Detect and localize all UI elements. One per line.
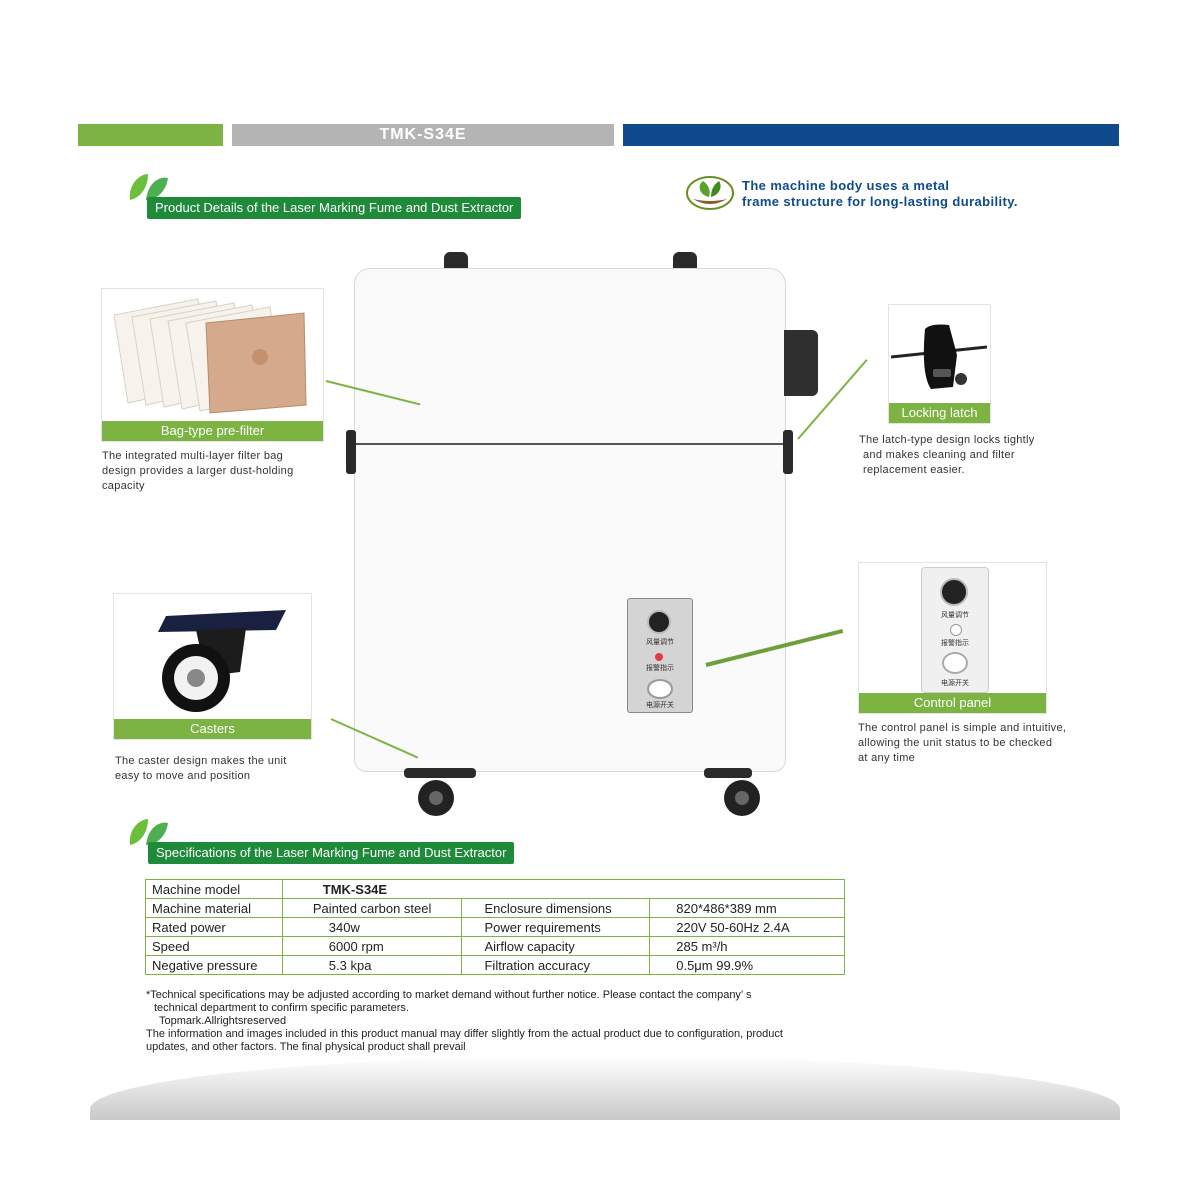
alarm-led bbox=[655, 653, 663, 661]
closeup-power-label: 电源开关 bbox=[941, 680, 969, 687]
bag-filter-desc-line1: The integrated multi-layer filter bag bbox=[102, 450, 284, 462]
machine-upper-body bbox=[354, 268, 786, 445]
spec-value: 220V 50-60Hz 2.4A bbox=[649, 917, 845, 937]
spec-key: Enclosure dimensions bbox=[461, 898, 651, 918]
metal-frame-line1: The machine body uses a metal bbox=[742, 178, 950, 193]
table-row: Speed 6000 rpm Airflow capacity 285 m³/h bbox=[145, 936, 845, 956]
casters-desc-line1: The caster design makes the unit bbox=[115, 755, 287, 767]
machine-caster-right bbox=[704, 768, 760, 816]
spec-value: 340w bbox=[281, 917, 463, 937]
closeup-alarm-label: 报警指示 bbox=[941, 640, 969, 647]
locking-latch-callout: Locking latch bbox=[888, 304, 991, 424]
table-row: Negative pressure 5.3 kpa Filtration acc… bbox=[145, 955, 845, 975]
bag-filter-desc-line2: design provides a larger dust-holding bbox=[102, 465, 294, 477]
spec-key: Airflow capacity bbox=[461, 936, 651, 956]
spec-note: *Technical specifications may be adjuste… bbox=[146, 989, 783, 1054]
table-row: Rated power 340w Power requirements 220V… bbox=[145, 917, 845, 937]
bag-filter-description: The integrated multi-layer filter bag de… bbox=[102, 449, 294, 494]
panel-desc-line1: The control panel is simple and intuitiv… bbox=[858, 722, 1067, 734]
spec-value: 820*486*389 mm bbox=[649, 898, 845, 918]
power-label: 电源开关 bbox=[646, 702, 674, 709]
control-panel-callout: 风量调节 报警指示 电源开关 Control panel bbox=[858, 562, 1047, 714]
closeup-knob bbox=[940, 578, 968, 606]
latch-desc-line1: The latch-type design locks tightly bbox=[859, 434, 1035, 446]
metal-frame-note: The machine body uses a metal frame stru… bbox=[742, 178, 1018, 210]
caster-image bbox=[158, 610, 286, 712]
fan-label: 风量调节 bbox=[646, 639, 674, 646]
latch-left bbox=[346, 430, 356, 474]
latch-right bbox=[783, 430, 793, 474]
panel-desc-line3: at any time bbox=[858, 752, 916, 764]
casters-callout: Casters bbox=[113, 593, 312, 740]
details-heading: Product Details of the Laser Marking Fum… bbox=[147, 197, 522, 219]
note-line5: updates, and other factors. The final ph… bbox=[146, 1041, 466, 1053]
locking-latch-image bbox=[891, 324, 987, 389]
note-line2: technical department to confirm specific… bbox=[154, 1002, 409, 1014]
locking-latch-description: The latch-type design locks tightly and … bbox=[859, 433, 1035, 478]
spec-key: Power requirements bbox=[461, 917, 651, 937]
note-line3: Topmark.Allrightsreserved bbox=[159, 1015, 287, 1027]
soil-leaf-icon bbox=[686, 176, 734, 210]
note-line4: The information and images included in t… bbox=[146, 1028, 783, 1040]
locking-latch-caption: Locking latch bbox=[889, 403, 990, 423]
machine-control-panel: 风量调节 报警指示 电源开关 bbox=[627, 598, 693, 713]
closeup-led bbox=[950, 624, 962, 636]
model-title-bar: TMK-S34E bbox=[232, 124, 614, 146]
table-row: Machine model TMK-S34E bbox=[145, 879, 846, 899]
spec-heading: Specifications of the Laser Marking Fume… bbox=[148, 842, 515, 864]
casters-caption: Casters bbox=[114, 719, 311, 739]
leaf-icon-2 bbox=[129, 819, 168, 845]
closeup-fan-label: 风量调节 bbox=[941, 612, 969, 619]
top-handle-left bbox=[444, 252, 468, 272]
note-line1: *Technical specifications may be adjuste… bbox=[146, 989, 752, 1001]
spec-value: Painted carbon steel bbox=[281, 898, 463, 918]
spec-value: 5.3 kpa bbox=[281, 955, 463, 975]
spec-key: Negative pressure bbox=[145, 955, 283, 975]
power-switch bbox=[647, 679, 673, 699]
spec-key: Filtration accuracy bbox=[461, 955, 651, 975]
metal-frame-line2: frame structure for long-lasting durabil… bbox=[742, 194, 1018, 209]
machine-lower-body bbox=[354, 443, 786, 772]
spec-key: Speed bbox=[145, 936, 283, 956]
top-bar-blue bbox=[623, 124, 1119, 146]
bag-filter-caption: Bag-type pre-filter bbox=[102, 421, 323, 441]
top-bar-green bbox=[78, 124, 223, 146]
spec-model-value: TMK-S34E bbox=[281, 879, 846, 899]
spec-value: 6000 rpm bbox=[281, 936, 463, 956]
bag-filter-callout: Bag-type pre-filter bbox=[101, 288, 324, 442]
table-row: Machine material Painted carbon steel En… bbox=[145, 898, 845, 918]
bag-filter-image bbox=[113, 298, 307, 414]
casters-desc-line2: easy to move and position bbox=[115, 770, 251, 782]
spec-key: Machine model bbox=[145, 879, 283, 899]
fan-speed-knob bbox=[647, 610, 671, 634]
spec-key: Machine material bbox=[145, 898, 283, 918]
closeup-power-button bbox=[942, 652, 968, 674]
machine-caster-left bbox=[404, 768, 476, 816]
air-inlet-port bbox=[784, 330, 818, 396]
spec-value: 285 m³/h bbox=[649, 936, 845, 956]
latch-desc-line2: and makes cleaning and filter bbox=[863, 449, 1015, 461]
bag-filter-desc-line3: capacity bbox=[102, 480, 145, 492]
casters-description: The caster design makes the unit easy to… bbox=[115, 754, 287, 784]
spec-key: Rated power bbox=[145, 917, 283, 937]
leaf-icon bbox=[129, 174, 168, 200]
control-panel-description: The control panel is simple and intuitiv… bbox=[858, 721, 1066, 766]
latch-desc-line3: replacement easier. bbox=[863, 464, 965, 476]
alarm-label: 报警指示 bbox=[646, 665, 674, 672]
panel-desc-line2: allowing the unit status to be checked bbox=[858, 737, 1053, 749]
spec-value: 0.5μm 99.9% bbox=[649, 955, 845, 975]
ground-shadow bbox=[90, 1056, 1120, 1120]
top-handle-right bbox=[673, 252, 697, 272]
control-panel-caption: Control panel bbox=[859, 693, 1046, 713]
spec-table: Machine model TMK-S34E Machine material … bbox=[145, 879, 846, 975]
control-panel-closeup: 风量调节 报警指示 电源开关 bbox=[921, 567, 989, 693]
